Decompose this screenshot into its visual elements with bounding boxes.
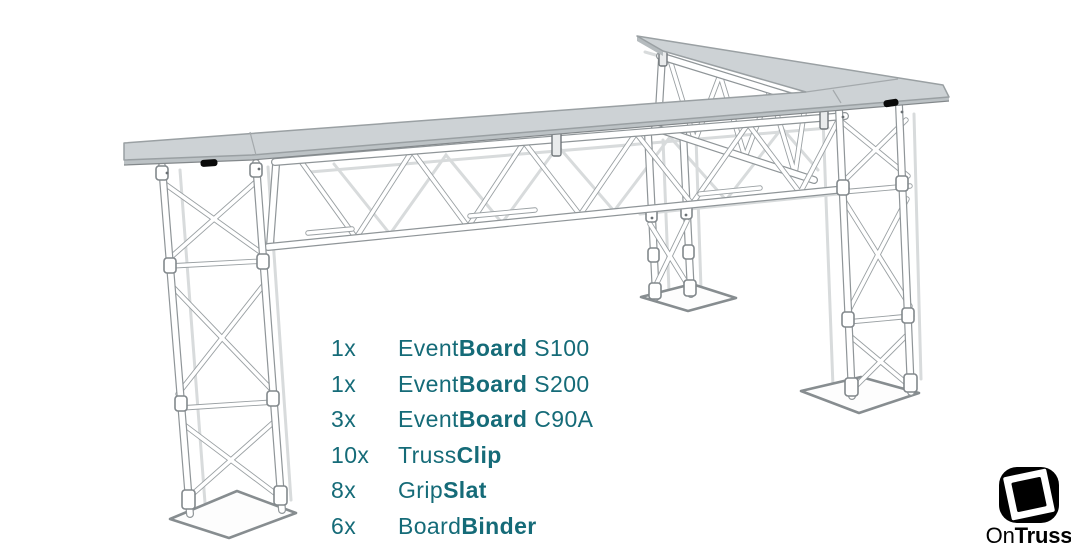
part-name-bold: Board xyxy=(458,370,528,397)
part-name: TrussClip xyxy=(398,442,502,468)
part-name: GripSlat xyxy=(398,477,487,503)
part-quantity: 8x xyxy=(331,477,357,503)
counter-boards xyxy=(123,35,950,166)
part-name-regular: Truss xyxy=(398,441,457,468)
part-name-regular: Event xyxy=(398,406,459,432)
part-name-regular: Event xyxy=(398,335,459,361)
parts-list-row: 8x GripSlat xyxy=(331,473,593,509)
nested-rotated-squares-mark-icon xyxy=(999,467,1059,523)
parts-list-row: 10x TrussClip xyxy=(331,438,593,474)
brand-bold: Truss xyxy=(1014,523,1071,548)
part-name-regular: Event xyxy=(398,370,459,397)
part-variant: C90A xyxy=(534,406,594,432)
part-name-bold: Slat xyxy=(443,477,487,503)
middle-leg xyxy=(639,127,738,313)
part-name-regular: Board xyxy=(398,512,462,539)
part-variant: S100 xyxy=(534,335,590,361)
part-quantity: 3x xyxy=(331,406,357,432)
part-quantity: 1x xyxy=(331,335,357,361)
board-seams xyxy=(249,78,899,156)
board-mount-brackets xyxy=(551,49,829,157)
part-name-bold: Board xyxy=(458,406,528,432)
part-quantity: 10x xyxy=(331,441,370,468)
main-truss-beam xyxy=(264,112,850,251)
parts-list-row: 6x BoardBinder xyxy=(331,509,593,545)
part-name: BoardBinder xyxy=(398,513,537,539)
part-variant: S200 xyxy=(534,370,590,397)
brand-regular: On xyxy=(985,523,1015,548)
brand-wordmark: OnTruss xyxy=(984,523,1071,549)
truss-clip-markers xyxy=(200,98,899,167)
part-name-bold: Board xyxy=(458,335,528,361)
part-name-bold: Clip xyxy=(456,441,502,468)
part-quantity: 1x xyxy=(331,370,357,397)
part-name-regular: Grip xyxy=(398,477,444,503)
part-quantity: 6x xyxy=(331,512,357,539)
left-leg xyxy=(155,159,298,540)
right-leg xyxy=(799,101,921,415)
part-name-bold: Binder xyxy=(461,512,537,539)
